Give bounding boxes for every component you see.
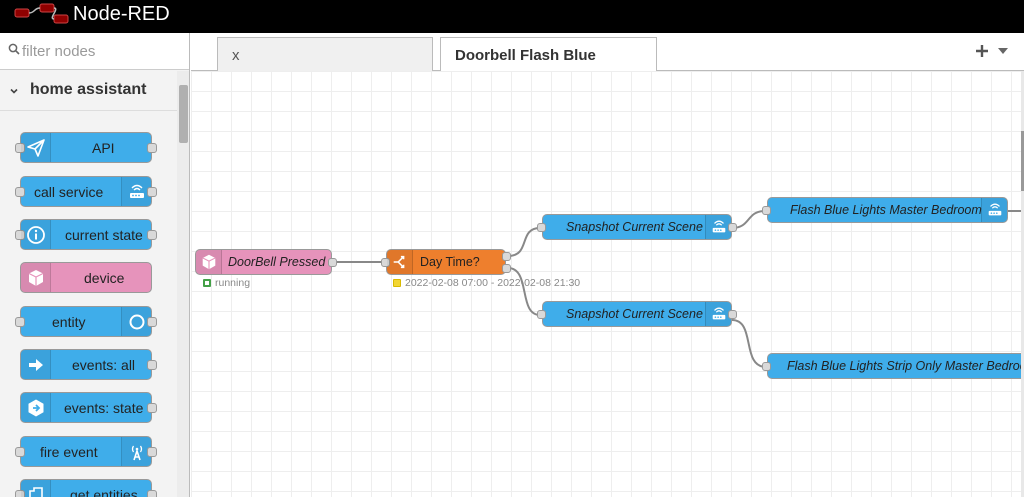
output-port-2[interactable] xyxy=(502,264,511,273)
flow-node-label: DoorBell Pressed xyxy=(228,255,326,269)
output-port[interactable] xyxy=(728,310,737,319)
palette-node-label: call service xyxy=(34,184,104,200)
flow-canvas[interactable]: DoorBell Pressed running Day Time? 2022-… xyxy=(191,71,1024,497)
node-red-logo-icon xyxy=(14,3,69,24)
flow-node-doorbell-pressed[interactable]: DoorBell Pressed xyxy=(195,249,337,275)
input-port[interactable] xyxy=(537,223,546,232)
status-ring-icon xyxy=(203,279,211,287)
canvas-scroll-thumb[interactable] xyxy=(1021,131,1024,191)
output-port xyxy=(147,143,157,153)
output-port xyxy=(147,403,157,413)
flow-node-snapshot-current-scene[interactable]: Snapshot Current Scene xyxy=(537,301,737,327)
node-palette: home assistant API call service xyxy=(0,33,190,497)
palette-node-events-state[interactable]: events: state xyxy=(20,392,157,423)
wire xyxy=(731,319,767,368)
input-port xyxy=(15,143,25,153)
switch-icon xyxy=(387,250,413,274)
input-port[interactable] xyxy=(381,258,390,267)
flow-node-label: Day Time? xyxy=(420,255,480,269)
input-port xyxy=(15,230,25,240)
circle-icon xyxy=(121,307,151,336)
hexagon-arrow-icon xyxy=(21,393,51,422)
flow-node-label: Flash Blue Lights Master Bedroom xyxy=(790,203,982,217)
workspace-tabs: x Doorbell Flash Blue xyxy=(191,33,1024,72)
router-icon xyxy=(705,302,731,326)
input-port xyxy=(15,317,25,327)
input-port xyxy=(15,490,25,497)
paper-plane-icon xyxy=(21,133,51,162)
header-bar: Node-RED xyxy=(0,0,1024,33)
palette-node-label: API xyxy=(92,140,115,156)
flow-node-label: Snapshot Current Scene xyxy=(566,307,703,321)
cube-icon xyxy=(21,263,51,292)
node-status: running xyxy=(203,277,250,289)
palette-node-api[interactable]: API xyxy=(15,132,157,163)
flow-node-label: Snapshot Current Scene xyxy=(566,220,703,234)
category-header-home-assistant[interactable]: home assistant xyxy=(0,71,177,111)
palette-scroll-thumb[interactable] xyxy=(179,85,188,143)
status-text: running xyxy=(215,277,251,289)
arrow-right-icon xyxy=(21,350,51,379)
palette-node-call-service[interactable]: call service xyxy=(15,176,157,207)
app-title: Node-RED xyxy=(73,3,170,25)
palette-search xyxy=(0,33,189,70)
palette-node-fire-event[interactable]: fire event xyxy=(15,436,157,467)
output-port xyxy=(147,317,157,327)
palette-node-label: events: all xyxy=(72,357,136,373)
caret-down-icon[interactable] xyxy=(997,46,1009,56)
palette-scrollbar[interactable] xyxy=(177,71,189,497)
node-status: 2022-02-08 07:00 - 2022-02-08 21:30 xyxy=(393,277,580,289)
flow-node-flash-blue-lights-strip-only-master-bedroom[interactable]: Flash Blue Lights Strip Only Master Bedr… xyxy=(762,353,1024,379)
flow-node-label: Flash Blue Lights Strip Only Master Bedr… xyxy=(787,359,1024,373)
info-icon xyxy=(21,220,51,249)
router-icon xyxy=(121,177,151,206)
palette-search-input[interactable] xyxy=(22,40,182,62)
broadcast-icon xyxy=(121,437,151,466)
output-port[interactable] xyxy=(728,223,737,232)
input-port[interactable] xyxy=(537,310,546,319)
chevron-down-icon xyxy=(10,88,18,94)
wire xyxy=(507,267,541,316)
folder-icon xyxy=(21,480,51,497)
canvas-scrollbar[interactable] xyxy=(1021,71,1024,497)
router-icon xyxy=(981,198,1007,222)
tab-doorbell-flash-blue[interactable]: Doorbell Flash Blue xyxy=(440,37,657,72)
router-icon xyxy=(705,215,731,239)
palette-node-label: fire event xyxy=(40,444,98,460)
output-port-1[interactable] xyxy=(502,252,511,261)
status-dot-icon xyxy=(393,279,401,287)
flow-node-snapshot-current-scene[interactable]: Snapshot Current Scene xyxy=(537,214,737,240)
flow-node-flash-blue-lights-master-bedroom[interactable]: Flash Blue Lights Master Bedroom xyxy=(762,197,1008,223)
input-port xyxy=(15,447,25,457)
input-port xyxy=(15,187,25,197)
category-label: home assistant xyxy=(30,81,147,98)
input-port[interactable] xyxy=(762,362,771,371)
wires xyxy=(334,210,1024,368)
status-text: 2022-02-08 07:00 - 2022-02-08 21:30 xyxy=(405,277,581,289)
output-port xyxy=(147,360,157,370)
palette-node-get-entities[interactable]: get entities xyxy=(15,479,157,497)
palette-node-events-all[interactable]: events: all xyxy=(20,349,157,380)
palette-node-entity[interactable]: entity xyxy=(15,306,157,337)
output-port xyxy=(147,230,157,240)
plus-icon[interactable] xyxy=(972,41,992,61)
output-port xyxy=(147,187,157,197)
input-port[interactable] xyxy=(762,206,771,215)
cube-icon xyxy=(196,250,222,274)
palette-node-label: current state xyxy=(65,227,143,243)
palette-node-label: get entities xyxy=(70,487,138,497)
wire xyxy=(507,227,541,257)
palette-node-label: events: state xyxy=(64,400,144,416)
tab-x[interactable]: x xyxy=(217,37,433,71)
palette-node-current-state[interactable]: current state xyxy=(15,219,157,250)
palette-node-label: device xyxy=(84,270,125,286)
output-port[interactable] xyxy=(328,258,337,267)
output-port xyxy=(147,490,157,497)
search-icon xyxy=(8,43,20,55)
palette-node-label: entity xyxy=(52,314,86,330)
palette-node-device[interactable]: device xyxy=(20,262,152,293)
output-port xyxy=(147,447,157,457)
flow-node-day-time[interactable]: Day Time? xyxy=(381,249,511,275)
